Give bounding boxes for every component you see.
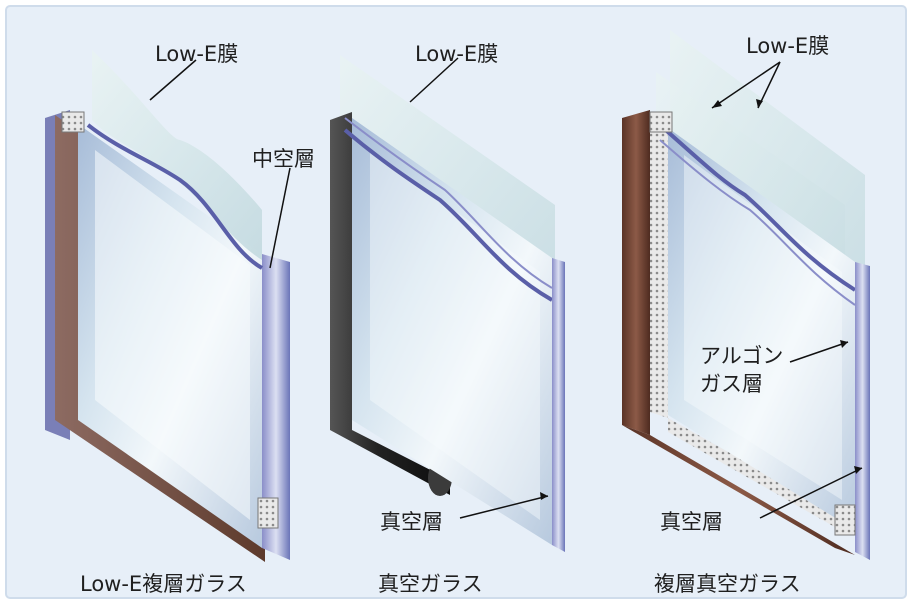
panel3-brown-frame-left: [622, 110, 650, 435]
panel1-top-spacer: [61, 111, 85, 133]
panel2-lowe-leader: [409, 57, 459, 103]
panel-lowe-double-glazing: [45, 50, 291, 562]
panel3-caption: 複層真空ガラス: [654, 572, 801, 596]
panel3-lowe-leader-b: [757, 61, 781, 109]
panel3-argon-label: アルゴン ガス層: [700, 344, 784, 396]
panel1-right-edge: [262, 254, 290, 560]
panel3-vacuum-leader: [759, 467, 863, 519]
panel2-vacuum-label: 真空層: [380, 510, 443, 534]
panel1-lowe-film: [92, 50, 262, 260]
panel-double-vacuum-glass: [622, 30, 870, 560]
panel1-hollow-leader: [269, 167, 291, 269]
panel3-top-spacer: [649, 111, 673, 133]
panel2-lowe-label: Low-E膜: [415, 42, 499, 66]
panel1-lowe-leader: [149, 59, 197, 101]
panel2-vacuum-leader: [459, 495, 549, 519]
panel3-brown-frame-bottom: [622, 425, 855, 555]
panel3-argon-leader: [789, 341, 849, 363]
panel3-vacuum-label: 真空層: [660, 510, 723, 534]
panel3-lowe-leader-a: [711, 61, 781, 109]
panel1-hollow-label: 中空層: [252, 147, 315, 171]
panel2-caption: 真空ガラス: [378, 572, 483, 596]
panel3-lowe-label: Low-E膜: [746, 34, 830, 58]
panel3-bottom-spacer: [834, 504, 856, 536]
panel-vacuum-glass: [330, 55, 565, 552]
panel1-caption: Low-E複層ガラス: [80, 572, 247, 596]
panel2-right-edge: [552, 258, 565, 552]
panel2-glass-pane: [352, 118, 552, 545]
panel2-black-frame: [330, 112, 450, 495]
panel3-glass-pane: [668, 128, 855, 530]
panel1-bottom-spacer: [257, 497, 279, 529]
panel1-lowe-label: Low-E膜: [155, 42, 239, 66]
panel3-right-edge: [855, 262, 870, 560]
panel3-perforated-spacer: [650, 118, 668, 418]
